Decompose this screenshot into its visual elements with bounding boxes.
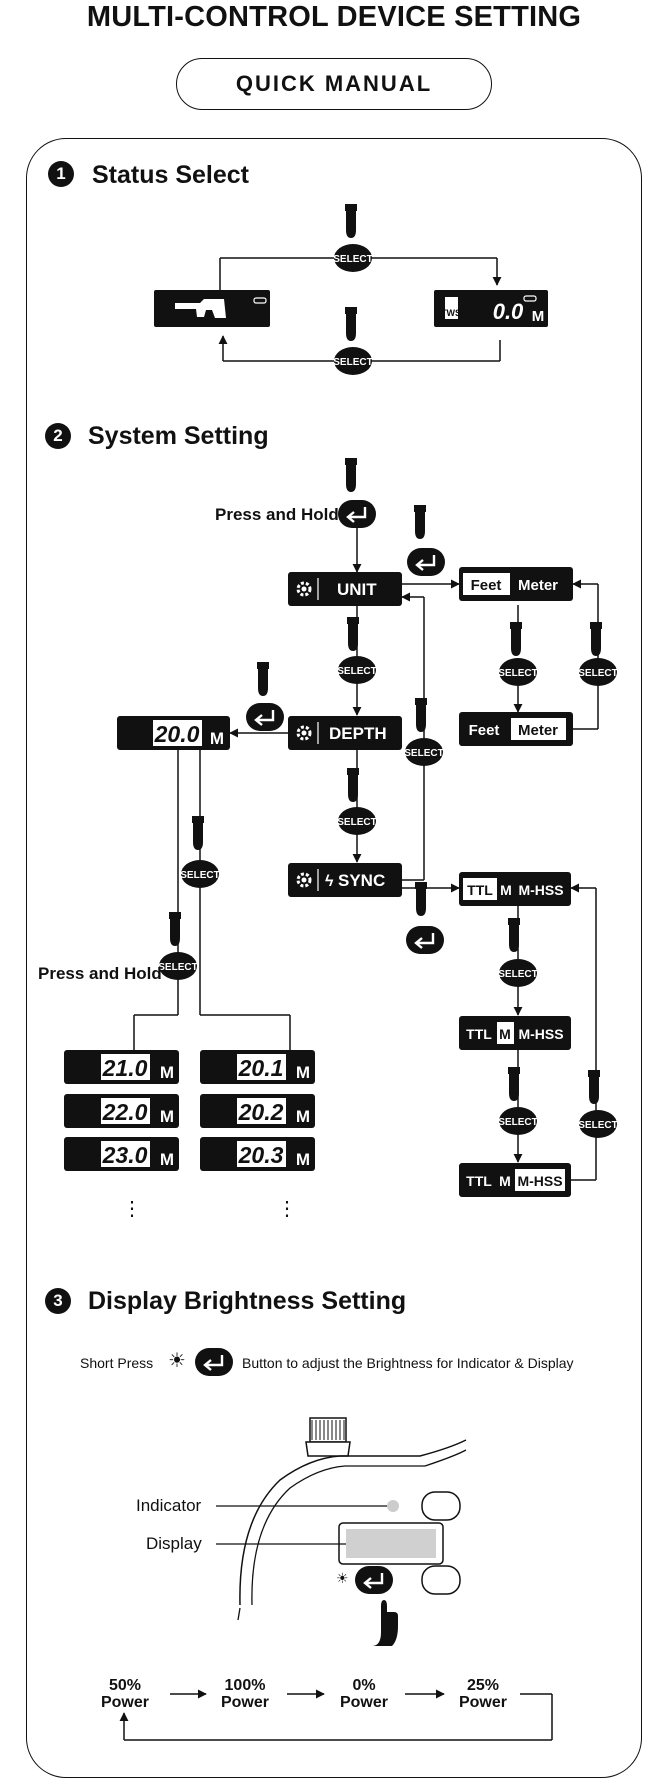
ellipsis-right: ⋮ (277, 1198, 297, 1220)
svg-text:M: M (296, 1063, 310, 1082)
svg-text:M: M (160, 1107, 174, 1126)
depth-unit: M (210, 729, 224, 748)
press-hold-select-label: Press and Hold (38, 964, 162, 983)
depth-left-value: 21.0 (102, 1055, 148, 1081)
page-subtitle: QUICK MANUAL (176, 58, 492, 110)
sun-icon: ☀ (168, 1350, 186, 1372)
status-select-diagram (154, 204, 548, 375)
lightning-icon: ϟ (325, 873, 334, 890)
power-level-25: 25%Power (458, 1677, 507, 1711)
select-button: SELECT (498, 1117, 537, 1128)
brightness-instruction-suffix: Button to adjust the Brightness for Indi… (242, 1355, 574, 1371)
depth-values: 21.0 22.0 23.0 20.1 20.2 20.3 (102, 1055, 284, 1168)
status-display-value: 0.0 (493, 299, 524, 324)
unit-meter: Meter (518, 577, 558, 594)
brightness-instruction-prefix: Short Press (80, 1355, 154, 1371)
depth-left-value: 22.0 (102, 1099, 148, 1125)
select-button: SELECT (498, 668, 537, 679)
select-button: SELECT (578, 668, 617, 679)
unit-feet-selected: Feet (471, 577, 502, 594)
depth-left-value: 23.0 (102, 1142, 148, 1168)
sync-option-m: TTL M M-HSS (466, 1026, 563, 1042)
depth-value: 20.0 (154, 721, 200, 747)
sun-icon-small: ☀ (336, 1570, 349, 1586)
svg-text:TTL: TTL (466, 1173, 492, 1189)
tws-badge: TWS (441, 308, 461, 318)
system-setting-diagram (64, 458, 617, 1197)
svg-text:M-HSS: M-HSS (518, 1026, 563, 1042)
unit-meter-selected: Meter (518, 722, 558, 739)
sync-option-ttl: TTL M M-HSS (467, 882, 563, 898)
menu-depth: DEPTH (329, 724, 387, 743)
select-button: SELECT (180, 870, 219, 881)
select-button: SELECT (158, 962, 197, 973)
sync-option-mhss: TTL M M-HSS (466, 1173, 562, 1189)
page-title: MULTI-CONTROL DEVICE SETTING (86, 1, 582, 33)
svg-text:M: M (160, 1063, 174, 1082)
depth-right-value: 20.3 (238, 1142, 284, 1168)
select-button: SELECT (333, 357, 372, 368)
select-button: SELECT (404, 748, 443, 759)
unit-feet: Feet (469, 722, 500, 739)
svg-text:M: M (296, 1150, 310, 1169)
svg-text:M: M (500, 882, 512, 898)
svg-text:TTL: TTL (466, 1026, 492, 1042)
section-1-title: Status Select (92, 161, 250, 189)
display-label: Display (146, 1534, 202, 1553)
power-level-50: 50%Power (100, 1677, 149, 1711)
select-button: SELECT (578, 1120, 617, 1131)
section-3-number: 3 (45, 1288, 71, 1314)
svg-text:TTL: TTL (467, 882, 493, 898)
select-button: SELECT (337, 817, 376, 828)
content-frame (26, 138, 642, 1778)
svg-text:M-HSS: M-HSS (517, 1173, 562, 1189)
section-2-title: System Setting (88, 422, 269, 450)
status-display-unit: M (532, 308, 545, 325)
ellipsis-left: ⋮ (122, 1198, 142, 1220)
section-1-number: 1 (48, 161, 74, 187)
svg-text:M: M (499, 1026, 511, 1042)
svg-text:M-HSS: M-HSS (518, 882, 563, 898)
section-3-title: Display Brightness Setting (88, 1287, 407, 1315)
brightness-diagram (119, 1346, 553, 1741)
power-level-100: 100%Power (220, 1677, 269, 1711)
menu-sync: SYNC (338, 871, 385, 890)
menu-unit: UNIT (337, 580, 377, 599)
svg-text:M: M (499, 1173, 511, 1189)
svg-text:M: M (296, 1107, 310, 1126)
section-2-number: 2 (45, 423, 71, 449)
select-button-labels: SELECT SELECT SELECT SELECT SELECT SELEC… (158, 254, 617, 1131)
power-level-0: 0%Power (339, 1677, 388, 1711)
select-button: SELECT (498, 969, 537, 980)
indicator-label: Indicator (136, 1496, 202, 1515)
menu-labels: UNIT DEPTH SYNC (329, 580, 387, 890)
depth-right-value: 20.2 (238, 1099, 284, 1125)
depth-right-value: 20.1 (238, 1055, 284, 1081)
svg-text:M: M (160, 1150, 174, 1169)
select-button: SELECT (333, 254, 372, 265)
depth-units: M M M M M M (160, 1063, 310, 1169)
select-button: SELECT (337, 666, 376, 677)
press-hold-enter-label: Press and Hold (215, 505, 339, 524)
